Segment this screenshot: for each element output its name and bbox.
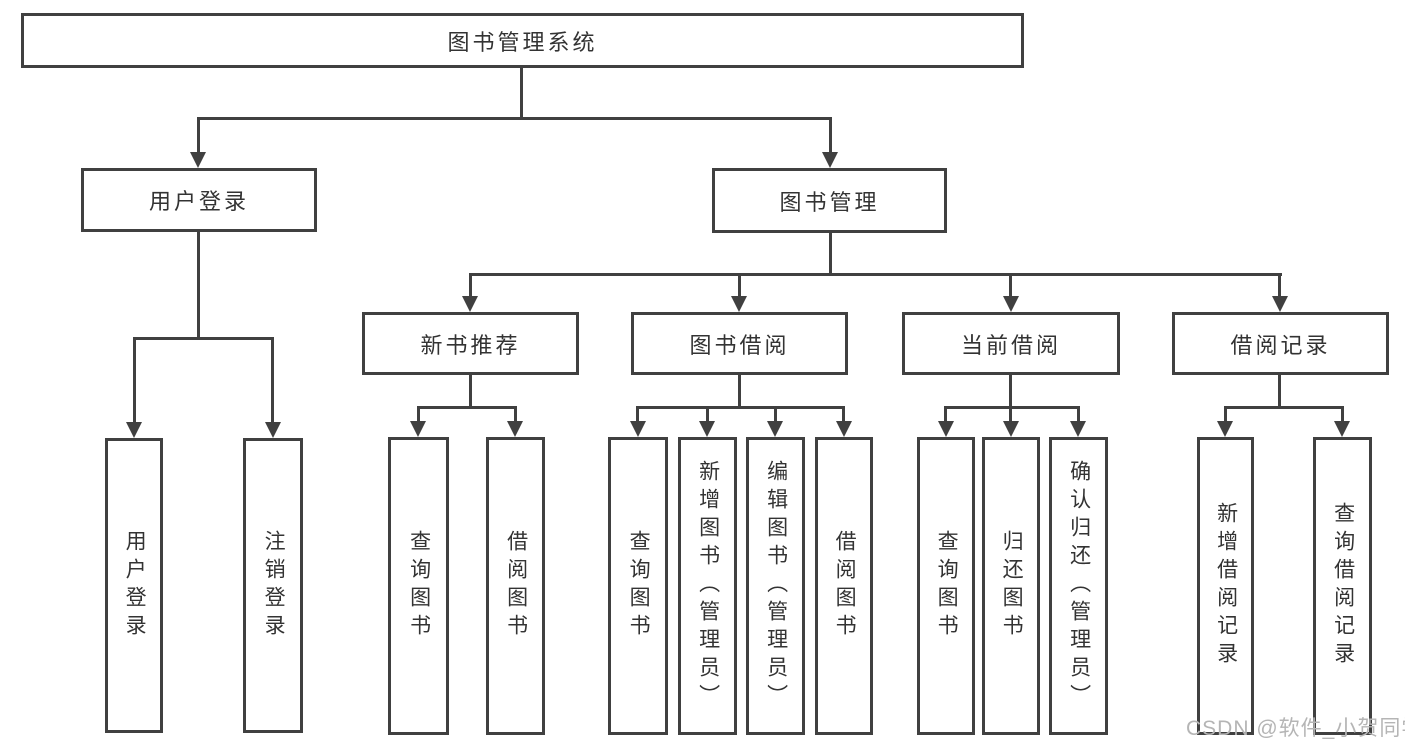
connector-line xyxy=(1278,375,1281,406)
leaf-confirm-return-admin: 确认归还（管理员） xyxy=(1049,437,1108,735)
leaf-label: 查询图书 xyxy=(407,530,431,642)
node-book-management: 图书管理 xyxy=(712,168,947,233)
connector-line xyxy=(706,406,709,422)
arrow-down-icon xyxy=(462,296,478,312)
arrow-down-icon xyxy=(1003,296,1019,312)
node-new-book-recommend: 新书推荐 xyxy=(362,312,579,375)
csdn-watermark: CSDN @软件_小贺同学 xyxy=(1186,717,1405,740)
arrow-down-icon xyxy=(507,421,523,437)
leaf-query-borrow-record: 查询借阅记录 xyxy=(1313,437,1372,735)
leaf-borrow-books-recommend: 借阅图书 xyxy=(486,437,545,735)
connector-line xyxy=(514,406,517,422)
connector-line xyxy=(738,375,741,406)
node-borrowing-records: 借阅记录 xyxy=(1172,312,1389,375)
arrow-down-icon xyxy=(767,421,783,437)
connector-line xyxy=(197,117,831,120)
arrow-down-icon xyxy=(731,296,747,312)
connector-line xyxy=(829,233,832,273)
connector-line xyxy=(1278,273,1281,299)
connector-line xyxy=(1077,406,1080,422)
leaf-logout: 注销登录 xyxy=(243,438,303,733)
arrow-down-icon xyxy=(1070,421,1086,437)
arrow-down-icon xyxy=(190,152,206,168)
connector-line xyxy=(842,406,845,422)
connector-line xyxy=(944,406,947,422)
arrow-down-icon xyxy=(1334,421,1350,437)
connector-line xyxy=(469,375,472,406)
connector-line xyxy=(1009,406,1012,422)
connector-line xyxy=(197,117,200,154)
connector-line xyxy=(829,117,832,154)
connector-line xyxy=(1224,406,1344,409)
connector-line xyxy=(417,406,517,409)
arrow-down-icon xyxy=(126,422,142,438)
arrow-down-icon xyxy=(822,152,838,168)
leaf-label: 借阅图书 xyxy=(833,530,857,642)
arrow-down-icon xyxy=(1272,296,1288,312)
connector-line xyxy=(133,337,274,340)
arrow-down-icon xyxy=(265,422,281,438)
leaf-label: 确认归还（管理员） xyxy=(1067,460,1091,712)
connector-line xyxy=(271,337,274,423)
node-current-borrowing: 当前借阅 xyxy=(902,312,1120,375)
leaf-add-borrow-record: 新增借阅记录 xyxy=(1197,437,1254,735)
arrow-down-icon xyxy=(1217,421,1233,437)
arrow-down-icon xyxy=(630,421,646,437)
arrow-down-icon xyxy=(410,421,426,437)
arrow-down-icon xyxy=(1003,421,1019,437)
connector-line xyxy=(1224,406,1227,422)
leaf-label: 归还图书 xyxy=(1000,530,1024,642)
connector-line xyxy=(469,273,1282,276)
connector-line xyxy=(738,273,741,299)
leaf-borrow-books-borrowing: 借阅图书 xyxy=(815,437,873,735)
connector-line xyxy=(520,66,523,118)
arrow-down-icon xyxy=(836,421,852,437)
leaf-edit-book-admin: 编辑图书（管理员） xyxy=(746,437,805,735)
leaf-query-books-current: 查询图书 xyxy=(917,437,975,735)
leaf-label: 注销登录 xyxy=(262,529,286,642)
leaf-add-book-admin: 新增图书（管理员） xyxy=(678,437,737,735)
connector-line xyxy=(636,406,845,409)
connector-line xyxy=(636,406,639,422)
node-user-login: 用户登录 xyxy=(81,168,317,232)
leaf-label: 新增图书（管理员） xyxy=(696,460,720,712)
arrow-down-icon xyxy=(938,421,954,437)
connector-line xyxy=(1009,273,1012,299)
leaf-label: 用户登录 xyxy=(123,529,147,642)
connector-line xyxy=(417,406,420,422)
leaf-label: 编辑图书（管理员） xyxy=(764,460,788,712)
leaf-label: 新增借阅记录 xyxy=(1214,502,1238,670)
leaf-label: 查询借阅记录 xyxy=(1331,502,1355,670)
leaf-label: 查询图书 xyxy=(935,530,959,642)
connector-line xyxy=(774,406,777,422)
leaf-return-books: 归还图书 xyxy=(982,437,1040,735)
arrow-down-icon xyxy=(699,421,715,437)
connector-line xyxy=(133,337,136,423)
leaf-user-login: 用户登录 xyxy=(105,438,163,733)
leaf-query-books-recommend: 查询图书 xyxy=(388,437,449,735)
connector-line xyxy=(469,273,472,299)
node-book-borrowing: 图书借阅 xyxy=(631,312,848,375)
leaf-query-books-borrowing: 查询图书 xyxy=(608,437,668,735)
connector-line xyxy=(1009,375,1012,406)
connector-line xyxy=(197,232,200,337)
node-library-system: 图书管理系统 xyxy=(21,13,1024,68)
connector-line xyxy=(1341,406,1344,422)
leaf-label: 借阅图书 xyxy=(504,530,528,642)
leaf-label: 查询图书 xyxy=(627,530,651,642)
